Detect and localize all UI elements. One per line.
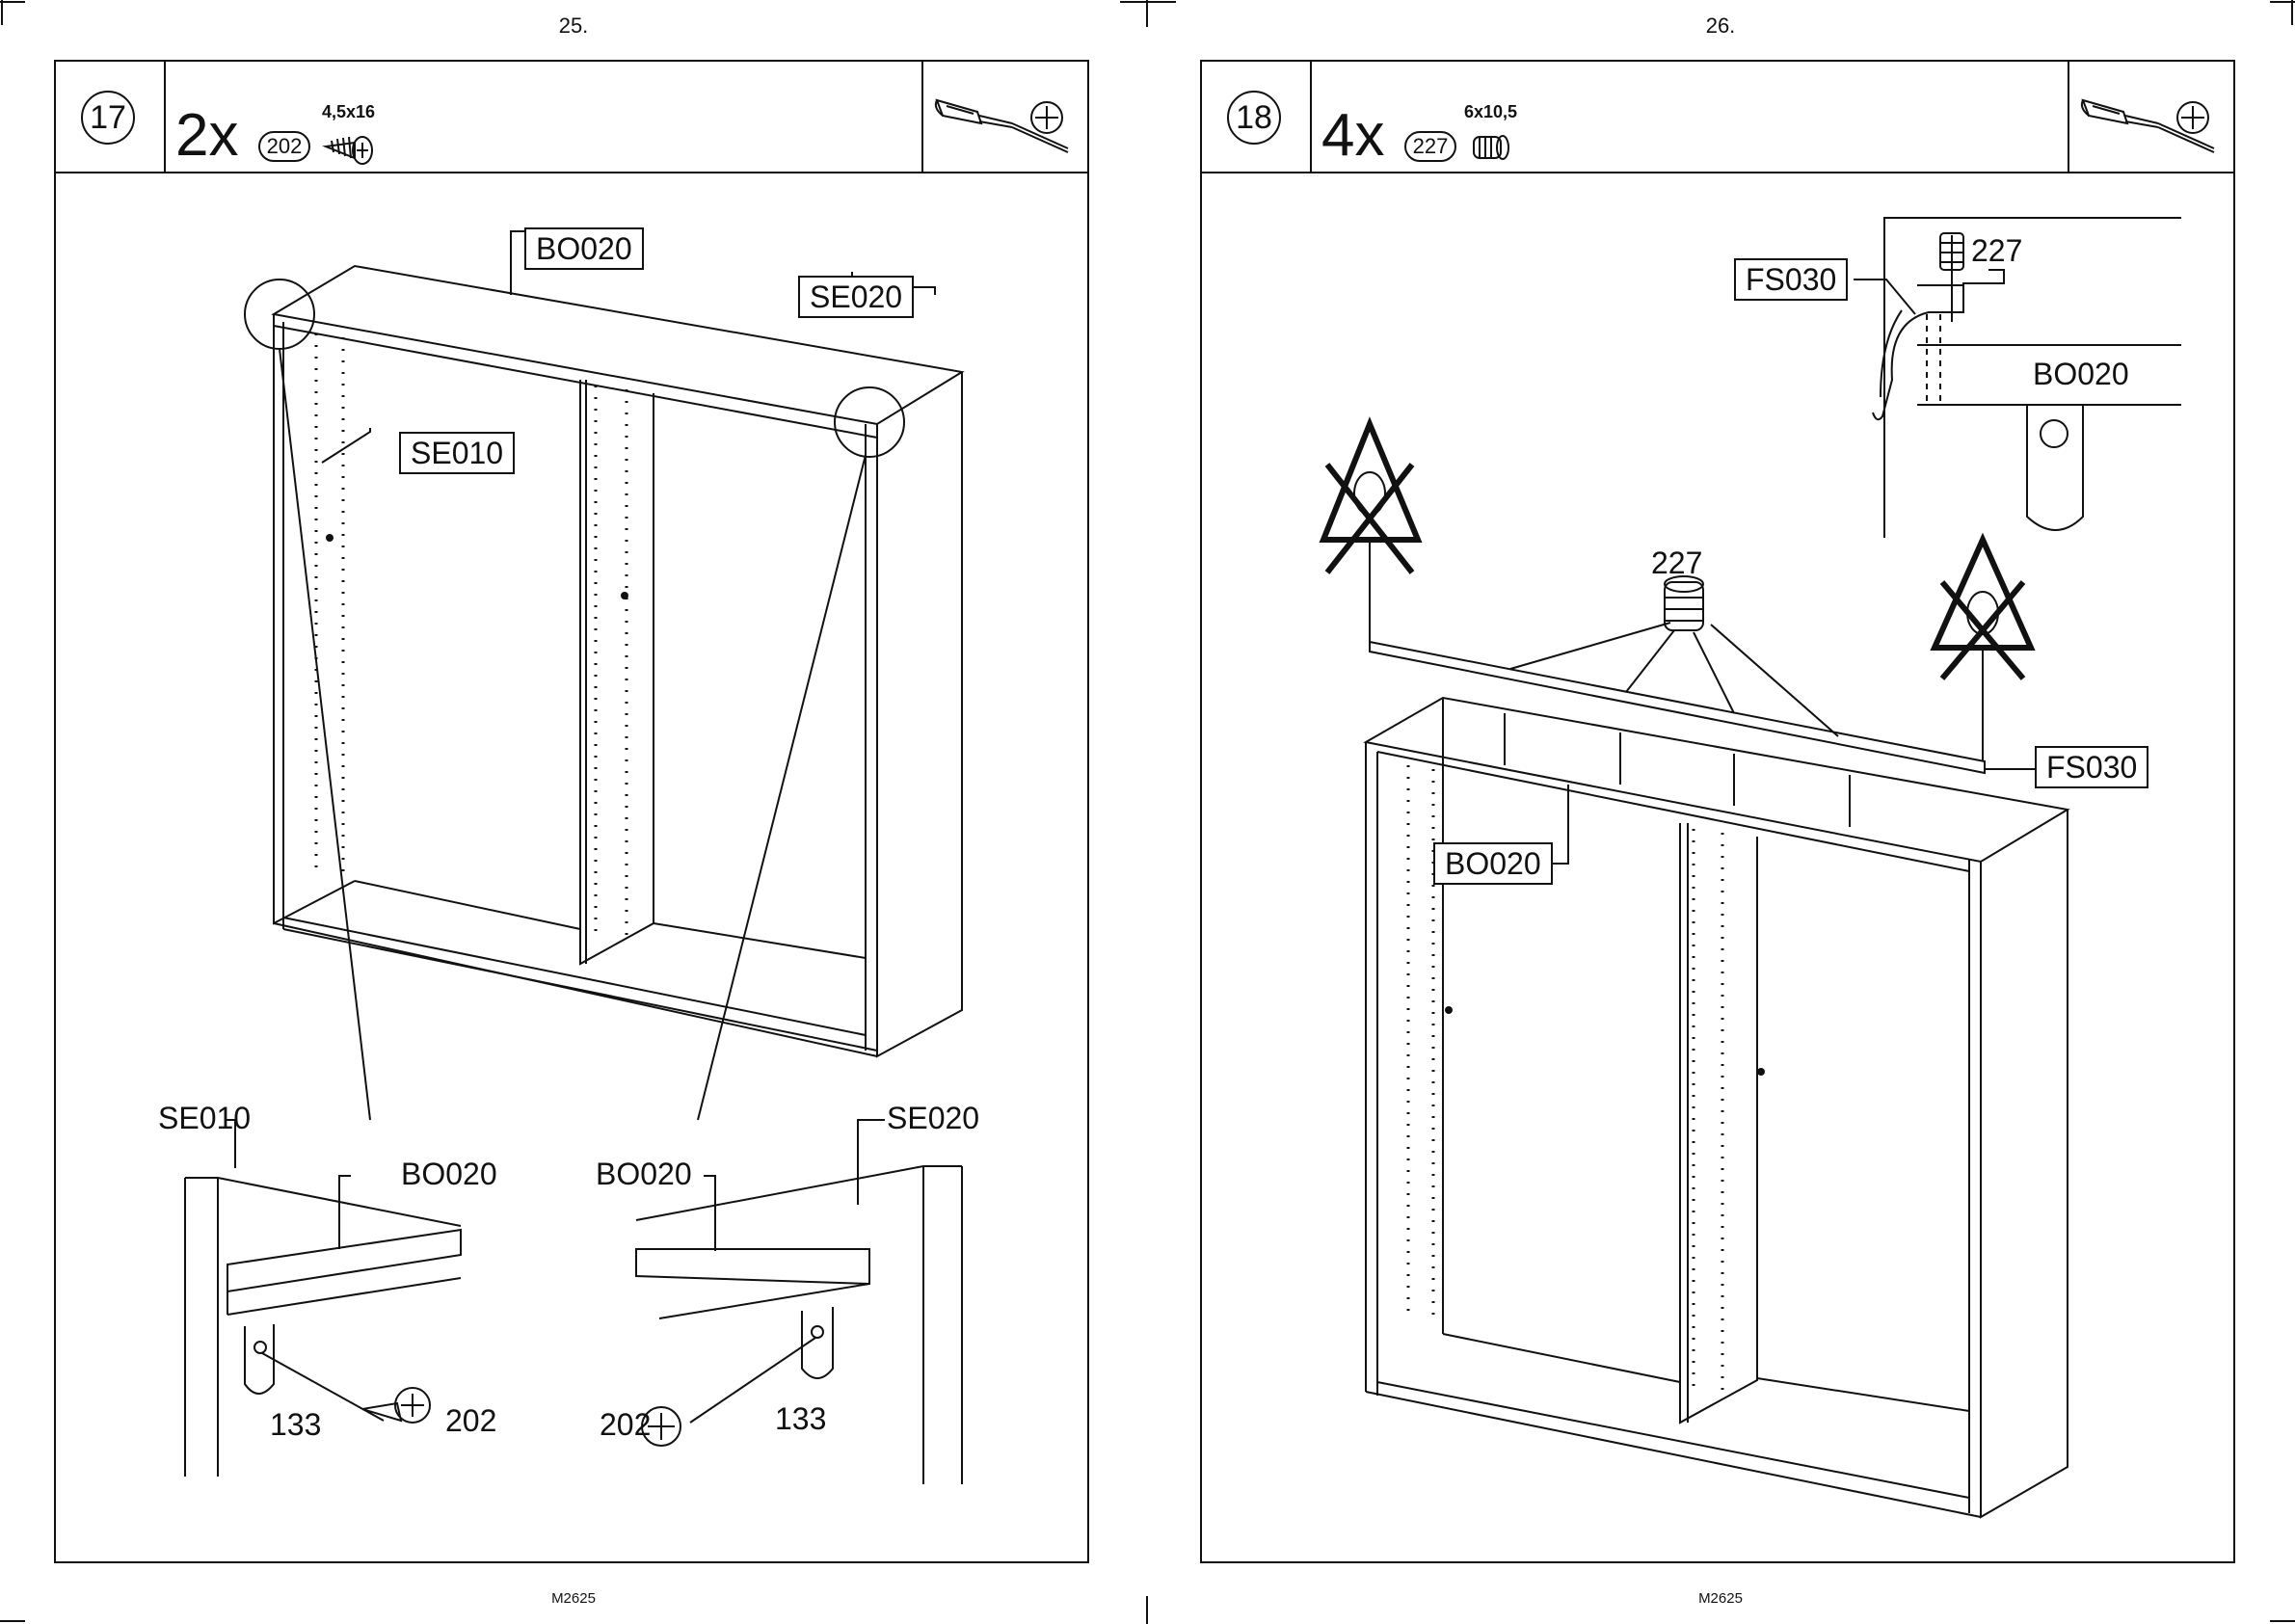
detail-rail-label: FS030 <box>1734 258 1848 301</box>
detail-screw-label: 227 <box>1971 233 2022 268</box>
step-18-frame: 18 4x 227 6x10,5 <box>1200 60 2235 1563</box>
screw-callout-label: 227 <box>1651 546 1702 580</box>
rail-label: FS030 <box>2035 746 2148 788</box>
top-panel-label: BO020 <box>1433 842 1553 885</box>
detail-top-label: BO020 <box>2033 357 2129 391</box>
page-number: 26. <box>1663 13 1778 39</box>
wardrobe-rail-drawing <box>1202 62 2237 1565</box>
footer-code: M2625 <box>1663 1590 1778 1607</box>
